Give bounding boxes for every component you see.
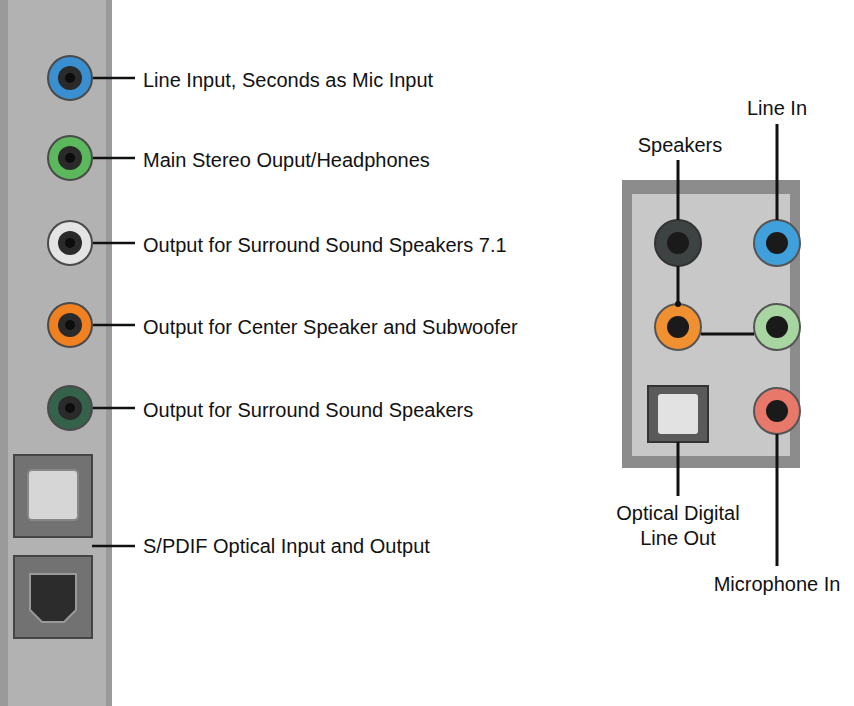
optical-socket: [30, 574, 76, 622]
callout-label: Line In: [747, 96, 807, 121]
optical-port: [14, 455, 92, 537]
jack-hole: [58, 313, 82, 337]
leader-line: [93, 242, 135, 245]
jack-hole: [58, 66, 82, 90]
orange-jack: [48, 303, 92, 347]
leader-line: [93, 77, 135, 80]
leader-line: [93, 407, 135, 410]
callout-label: Output for Surround Sound Speakers: [143, 398, 473, 423]
jack-hole: [58, 396, 82, 420]
callout-label: Main Stereo Ouput/Headphones: [143, 148, 430, 173]
green-jack: [48, 136, 92, 180]
leader-line: [93, 157, 135, 160]
leader-dot: [675, 301, 681, 307]
callout-label: Line Input, Seconds as Mic Input: [143, 68, 433, 93]
optical-port: [648, 386, 708, 442]
callout-label: Microphone In: [714, 572, 841, 597]
jack-hole: [667, 232, 689, 254]
leader-line: [677, 266, 680, 304]
jack-hole: [667, 316, 689, 338]
jack-pin: [65, 238, 75, 248]
callout-label: Speakers: [638, 133, 723, 158]
darkgreen-jack: [48, 386, 92, 430]
optical-shutter: [28, 470, 78, 520]
leader-line: [92, 545, 135, 548]
bracket-plate: [0, 0, 112, 706]
leader-lines: [678, 124, 777, 566]
jack-pin: [65, 403, 75, 413]
black-jack: [655, 220, 701, 266]
jack-hole: [766, 316, 788, 338]
blue-jack: [48, 56, 92, 100]
blue-jack: [754, 220, 800, 266]
jack-pin: [65, 153, 75, 163]
jack-pin: [65, 320, 75, 330]
callout-label: Output for Surround Sound Speakers 7.1: [143, 233, 507, 258]
bracket-face: [8, 0, 106, 706]
leader-line: [677, 160, 680, 220]
leader-line: [677, 442, 680, 496]
leader-line: [93, 324, 135, 327]
red-jack: [754, 388, 800, 434]
orange-jack: [655, 304, 701, 350]
jack-pin: [65, 73, 75, 83]
leader-lines: [92, 78, 135, 546]
jack-hole: [766, 400, 788, 422]
jack-hole: [58, 231, 82, 255]
green-jack: [754, 304, 800, 350]
optical-port: [14, 556, 92, 638]
jack-hole: [766, 232, 788, 254]
leader-line: [701, 333, 754, 336]
callout-label: S/PDIF Optical Input and Output: [143, 534, 430, 559]
white-jack: [48, 221, 92, 265]
jack-hole: [58, 146, 82, 170]
leader-line: [776, 434, 779, 566]
leader-line: [776, 124, 779, 220]
callout-label: Optical Digital Line Out: [598, 501, 758, 551]
io-panel: [622, 180, 800, 468]
optical-shutter: [658, 394, 698, 434]
callout-label: Output for Center Speaker and Subwoofer: [143, 315, 518, 340]
